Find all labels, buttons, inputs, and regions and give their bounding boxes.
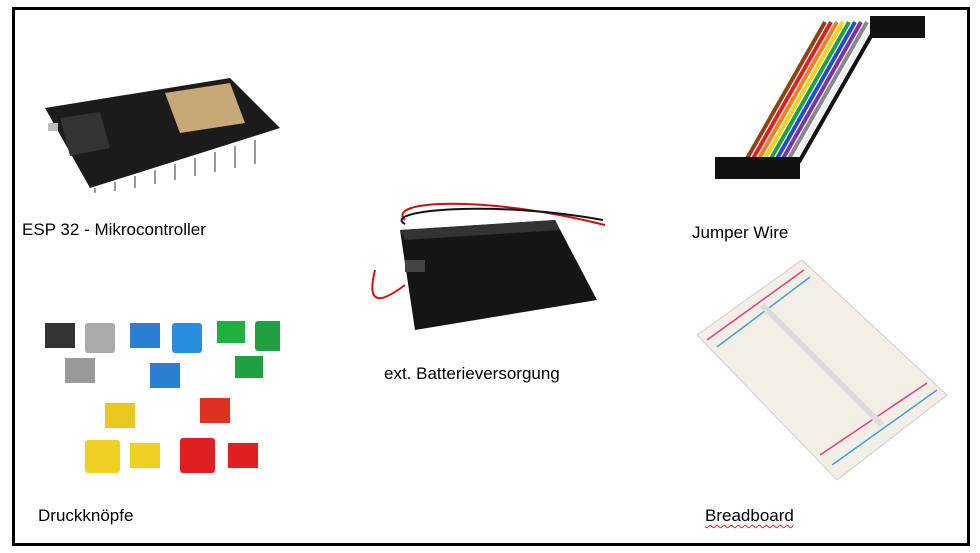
slide-frame — [12, 7, 970, 546]
breadboard-image — [696, 259, 948, 481]
battery-pack-image — [371, 202, 606, 330]
esp32-caption: ESP 32 - Mikrocontroller — [22, 220, 206, 239]
battery-caption: ext. Batterieversorgung — [384, 364, 560, 383]
push-buttons-caption: Druckknöpfe — [38, 506, 134, 525]
esp32-board-image — [45, 78, 280, 193]
push-buttons-image — [45, 321, 280, 473]
jumper-wires-image — [715, 16, 925, 179]
jumper-wire-caption: Jumper Wire — [692, 223, 789, 242]
breadboard-caption: Breadboard — [705, 506, 794, 525]
